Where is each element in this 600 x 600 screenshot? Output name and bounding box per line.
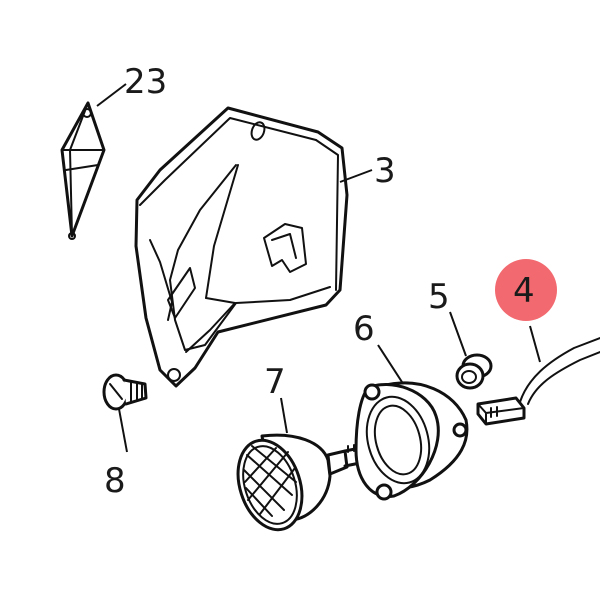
leader-5 — [449, 311, 467, 357]
label-23: 23 — [124, 62, 167, 102]
part-7-lamp-unit[interactable] — [227, 432, 362, 538]
leader-7 — [280, 397, 288, 434]
part-8-screw[interactable] — [102, 373, 148, 411]
part-6-lamp-housing[interactable] — [354, 381, 469, 501]
lamp-grille — [243, 445, 297, 517]
label-3: 3 — [374, 151, 396, 191]
label-8: 8 — [104, 461, 126, 501]
part-5-grommet[interactable] — [455, 353, 493, 390]
leader-23 — [96, 83, 127, 107]
part-3-headlight-cover[interactable] — [134, 106, 349, 388]
leader-6 — [377, 344, 403, 383]
label-5: 5 — [428, 277, 450, 317]
part-4-wiring-harness[interactable] — [476, 337, 600, 426]
label-4: 4 — [513, 271, 535, 311]
leader-3 — [339, 169, 373, 183]
part-23-reflector[interactable] — [60, 101, 106, 240]
label-7: 7 — [264, 362, 286, 402]
highlight-marker-4 — [495, 259, 557, 321]
label-6: 6 — [353, 309, 375, 349]
leader-4 — [529, 325, 541, 363]
leader-8 — [118, 408, 128, 453]
